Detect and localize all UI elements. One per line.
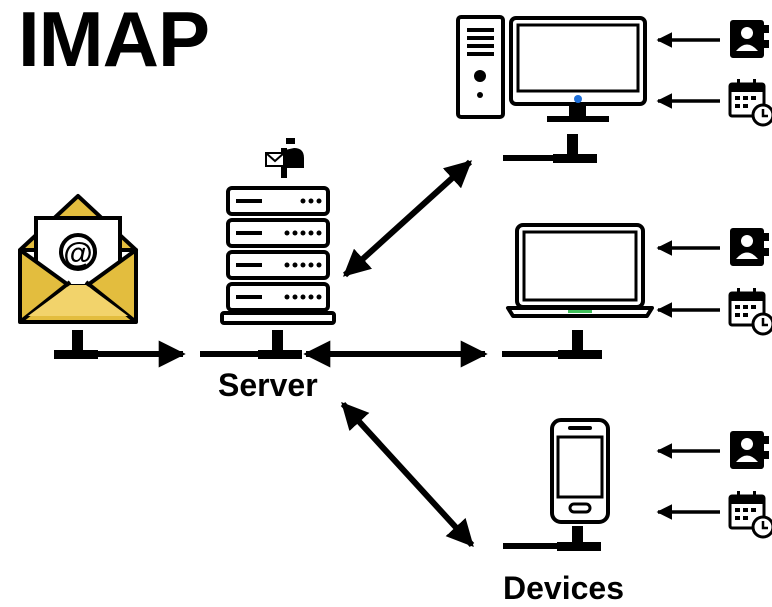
- server-rack-icon: [220, 186, 336, 325]
- contacts-icon: [730, 20, 769, 58]
- network-connector-laptop: [502, 330, 602, 359]
- network-connector-desktop: [503, 134, 597, 163]
- calendar-icon: [728, 288, 772, 336]
- network-connector-server: [200, 330, 302, 359]
- laptop-icon: [506, 223, 654, 318]
- page-title: IMAP: [18, 0, 210, 83]
- email-envelope-icon: @: [18, 194, 138, 324]
- contacts-icon: [730, 431, 769, 469]
- network-connector-email: [54, 330, 98, 359]
- smartphone-icon: [550, 418, 610, 524]
- calendar-icon: [728, 491, 772, 539]
- server-label: Server: [218, 367, 318, 403]
- email-at-symbol: @: [63, 237, 92, 270]
- network-connector-phone: [503, 526, 601, 551]
- desktop-computer-icon: [456, 15, 647, 122]
- mailbox-icon: [265, 138, 304, 178]
- calendar-icon: [728, 79, 772, 127]
- arrow-server-desktop: [342, 159, 473, 278]
- arrow-server-phone: [340, 401, 475, 548]
- contacts-icon: [730, 228, 769, 266]
- devices-label: Devices: [503, 570, 624, 606]
